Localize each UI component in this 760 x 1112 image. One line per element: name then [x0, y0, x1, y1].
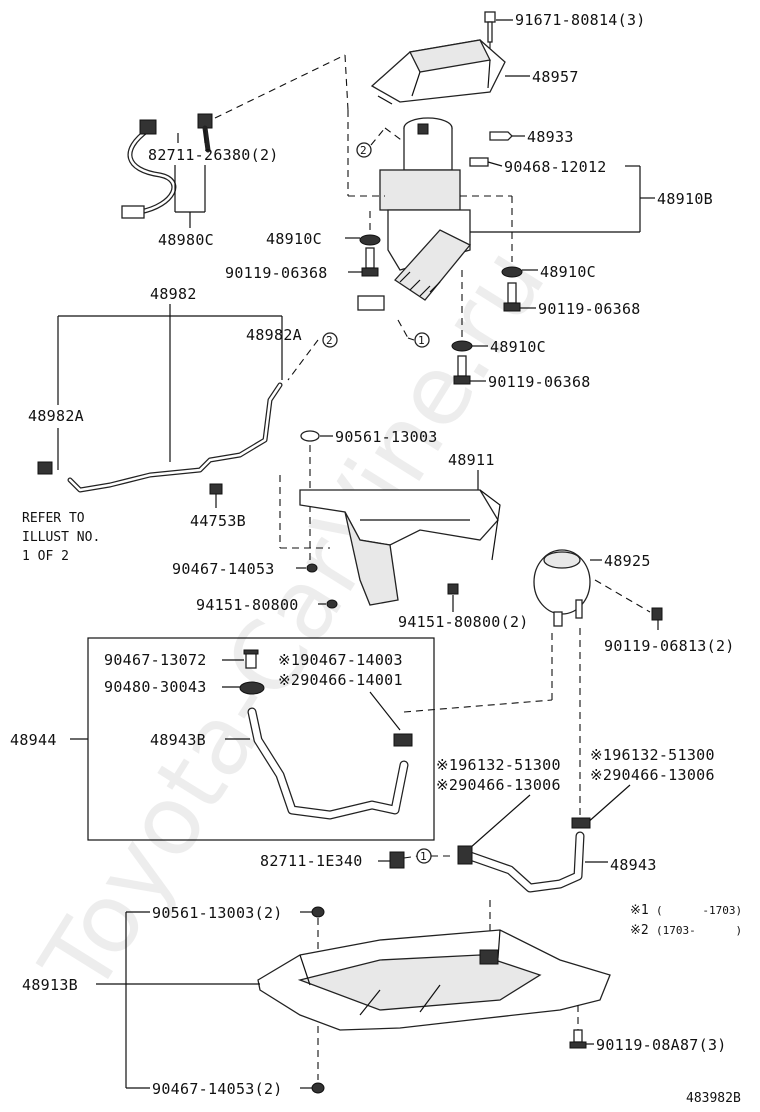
- label-48943B: 48943B: [150, 731, 206, 749]
- label-82711-1E340: 82711-1E340: [260, 852, 363, 870]
- label-90466-13006-left: ※290466-13006: [436, 776, 561, 794]
- label-90480-30043: 90480-30043: [104, 678, 207, 696]
- label-48982A-right: 48982A: [246, 326, 302, 344]
- label-82711-26380: 82711-26380(2): [148, 146, 279, 164]
- label-90119-06368-right: 90119-06368: [538, 300, 641, 318]
- label-44753B: 44753B: [190, 512, 246, 530]
- bolt-90119-08A87-icon: [569, 1029, 587, 1049]
- label-48982A-left: 48982A: [28, 407, 84, 425]
- drawing-number: 483982B: [686, 1091, 741, 1106]
- harness-48982-icon: [37, 382, 283, 495]
- grommet-90561-icon: [300, 430, 320, 442]
- label-48943: 48943: [610, 856, 657, 874]
- refer-note-line1: REFER TO: [22, 511, 85, 526]
- bolt-90119-lower-icon: [453, 355, 471, 385]
- svg-text:2: 2: [360, 144, 367, 157]
- pump-assembly-icon: [357, 117, 472, 311]
- hose-48943B-icon: [247, 707, 409, 820]
- label-90466-13006-right: ※290466-13006: [590, 766, 715, 784]
- harness-48980C-icon: [121, 113, 213, 219]
- nut-94151-left-icon: [326, 599, 338, 609]
- refer-note-line3: 1 OF 2: [22, 549, 69, 564]
- clamp-90468-icon: [469, 157, 489, 167]
- legend-mark-2: ※2: [630, 923, 649, 938]
- bolt-91671-icon: [484, 11, 496, 43]
- ref-circle-1-lower: 1: [416, 848, 432, 864]
- label-90119-06813: 90119-06813(2): [604, 637, 735, 655]
- label-90467-13072: 90467-13072: [104, 651, 207, 669]
- label-48911: 48911: [448, 451, 495, 469]
- grommet-90561-bottom-icon: [311, 906, 325, 918]
- clip-48933-icon: [489, 131, 513, 141]
- label-48910B: 48910B: [657, 190, 713, 208]
- label-90119-06368-lower: 90119-06368: [488, 373, 591, 391]
- legend-range-1: ( -1703): [656, 904, 742, 917]
- label-96132-51300-left: ※196132-51300: [436, 756, 561, 774]
- nut-94151-right-icon: [447, 583, 459, 595]
- bolt-90119-06813-icon: [651, 607, 663, 621]
- svg-text:2: 2: [326, 334, 333, 347]
- legend-mark-1: ※1: [630, 903, 649, 918]
- label-94151-80800-right: 94151-80800(2): [398, 613, 529, 631]
- label-48913B: 48913B: [22, 976, 78, 994]
- bracket-48911-icon: [299, 489, 501, 606]
- canister-48925-icon: [533, 549, 591, 627]
- grommet-48910C-right-icon: [501, 266, 523, 278]
- refer-note-line2: ILLUST NO.: [22, 530, 100, 545]
- svg-text:1: 1: [420, 850, 427, 863]
- ref-circle-2-top: 2: [356, 142, 372, 158]
- label-96132-51300-right: ※196132-51300: [590, 746, 715, 764]
- label-90119-08A87: 90119-08A87(3): [596, 1036, 727, 1054]
- label-48925: 48925: [604, 552, 651, 570]
- grommet-90480-icon: [239, 681, 265, 695]
- label-48944: 48944: [10, 731, 57, 749]
- label-90119-06368-left: 90119-06368: [225, 264, 328, 282]
- label-48910C-left: 48910C: [266, 230, 322, 248]
- label-90561-13003-top: 90561-13003: [335, 428, 438, 446]
- clamp-82711-1E340-icon: [389, 851, 405, 869]
- label-90467-14003: ※190467-14003: [278, 651, 403, 669]
- nut-90467-bottom-icon: [311, 1082, 325, 1094]
- label-48957: 48957: [532, 68, 579, 86]
- grommet-48910C-lower-icon: [451, 340, 473, 352]
- label-48933: 48933: [527, 128, 574, 146]
- svg-text:1: 1: [418, 334, 425, 347]
- label-48910C-right: 48910C: [540, 263, 596, 281]
- label-90467-14053-bottom: 90467-14053(2): [152, 1080, 283, 1098]
- label-90467-14053-top: 90467-14053: [172, 560, 275, 578]
- legend-range-2: (1703- ): [656, 924, 742, 937]
- ref-circle-2-harness: 2: [322, 332, 338, 348]
- label-94151-80800-left: 94151-80800: [196, 596, 299, 614]
- bolt-90119-left-icon: [361, 247, 379, 277]
- cover-48957-icon: [370, 39, 506, 105]
- hose-48943-icon: [457, 817, 591, 893]
- label-90466-14001: ※290466-14001: [278, 671, 403, 689]
- label-48980C: 48980C: [158, 231, 214, 249]
- clip-90467-13072-icon: [243, 649, 259, 669]
- label-48982: 48982: [150, 285, 197, 303]
- label-90468-12012: 90468-12012: [504, 158, 607, 176]
- nut-90467-icon: [306, 563, 318, 573]
- label-48910C-lower: 48910C: [490, 338, 546, 356]
- skid-plate-48913B-icon: [257, 929, 611, 1031]
- grommet-48910C-left-icon: [359, 234, 381, 246]
- label-90561-13003-bottom: 90561-13003(2): [152, 904, 283, 922]
- label-91671-80814: 91671-80814(3): [515, 11, 646, 29]
- clamp-90466-14001-icon: [393, 733, 413, 747]
- bolt-90119-right-icon: [503, 282, 521, 312]
- ref-circle-1-top: 1: [414, 332, 430, 348]
